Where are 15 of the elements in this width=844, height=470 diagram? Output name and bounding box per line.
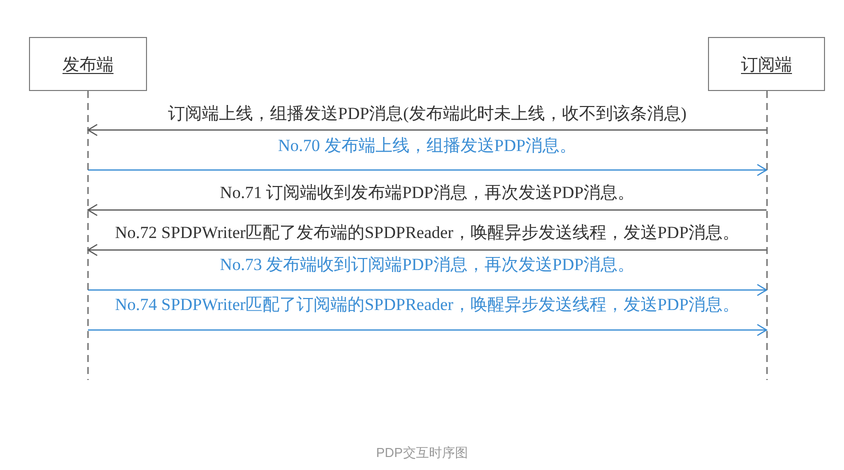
caption: PDP交互时序图 bbox=[376, 444, 468, 462]
message-label: No.74 SPDPWriter匹配了订阅端的SPDPReader，唤醒异步发送线程，发送PDP消息。 bbox=[114, 295, 740, 314]
message-arrow bbox=[87, 204, 766, 216]
participant-name: 订阅端 bbox=[741, 54, 792, 76]
message-arrow bbox=[88, 284, 768, 296]
message-arrow bbox=[88, 324, 768, 336]
message-arrow bbox=[87, 124, 766, 136]
participant-name: 发布端 bbox=[62, 54, 114, 76]
message-arrow bbox=[87, 244, 766, 256]
message-label: 订阅端上线，组播发送PDP消息(发布端此时未上线，收不到该条消息) bbox=[168, 104, 686, 123]
message-label: No.73 发布端收到订阅端PDP消息，再次发送PDP消息。 bbox=[220, 255, 635, 274]
message-label: No.71 订阅端收到发布端PDP消息，再次发送PDP消息。 bbox=[220, 183, 635, 202]
message-arrow bbox=[88, 164, 768, 176]
message-label: No.70 发布端上线，组播发送PDP消息。 bbox=[278, 136, 576, 155]
message-label: No.72 SPDPWriter匹配了发布端的SPDPReader，唤醒异步发送线程，发送PDP消息。 bbox=[114, 223, 740, 242]
